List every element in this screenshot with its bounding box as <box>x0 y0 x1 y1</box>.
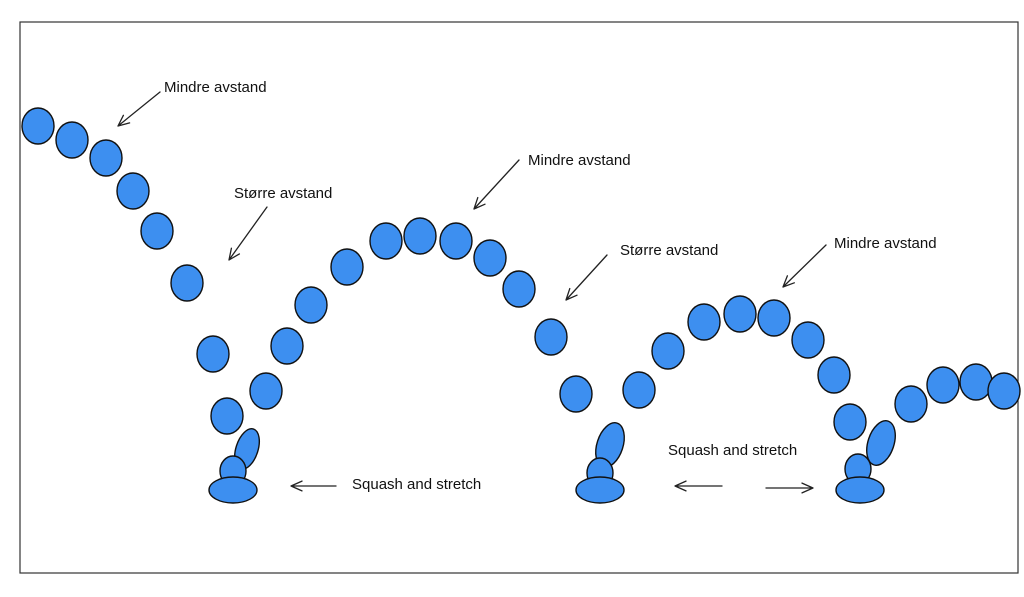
ball-18 <box>439 222 473 260</box>
label-mindre-avstand-3: Mindre avstand <box>834 235 937 252</box>
arrow-squash-2-right <box>765 482 814 494</box>
arrow-mindre-avstand-2 <box>473 159 520 210</box>
label-mindre-avstand-2: Mindre avstand <box>528 152 631 169</box>
ball-6 <box>170 264 204 302</box>
ball-20 <box>502 270 536 308</box>
ball-path <box>21 107 1021 504</box>
annotation-arrows <box>117 91 827 494</box>
arrow-storre-avstand-1 <box>228 206 268 261</box>
ball-8 <box>210 397 244 435</box>
label-squash-and-stretch-2: Squash and stretch <box>668 442 797 459</box>
ball-40 <box>987 372 1021 410</box>
ball-16 <box>369 222 403 260</box>
ball-4 <box>116 172 150 210</box>
ball-17 <box>403 217 437 255</box>
arrow-squash-2-left <box>674 480 723 492</box>
ball-19 <box>473 239 507 277</box>
ball-30 <box>757 299 791 337</box>
arrow-mindre-avstand-3 <box>782 244 827 288</box>
ball-21 <box>534 318 568 356</box>
label-mindre-avstand-1: Mindre avstand <box>164 79 267 96</box>
label-storre-avstand-1: Større avstand <box>234 185 332 202</box>
ball-33 <box>833 403 867 441</box>
arrow-squash-left <box>290 480 337 492</box>
ball-2 <box>55 121 89 159</box>
ball-37 <box>894 385 928 423</box>
ball-15 <box>330 248 364 286</box>
ball-31 <box>791 321 825 359</box>
ball-1 <box>21 107 55 145</box>
ball-38 <box>926 366 960 404</box>
ball-7 <box>196 335 230 373</box>
label-storre-avstand-2: Større avstand <box>620 242 718 259</box>
ball-5 <box>140 212 174 250</box>
ball-27 <box>651 332 685 370</box>
ball-26 <box>622 371 656 409</box>
ball-13 <box>270 327 304 365</box>
ball-22 <box>559 375 593 413</box>
ball-12 <box>249 372 283 410</box>
ball-14 <box>294 286 328 324</box>
ball-39 <box>959 363 993 401</box>
ball-11 <box>208 476 258 504</box>
ball-25 <box>575 476 625 504</box>
ball-29 <box>723 295 757 333</box>
label-squash-and-stretch-1: Squash and stretch <box>352 476 481 493</box>
arrow-mindre-avstand-1 <box>117 91 161 127</box>
ball-36 <box>835 476 885 504</box>
ball-3 <box>89 139 123 177</box>
arrow-storre-avstand-2 <box>565 254 608 301</box>
ball-28 <box>687 303 721 341</box>
ball-32 <box>817 356 851 394</box>
ball-34 <box>866 420 896 466</box>
